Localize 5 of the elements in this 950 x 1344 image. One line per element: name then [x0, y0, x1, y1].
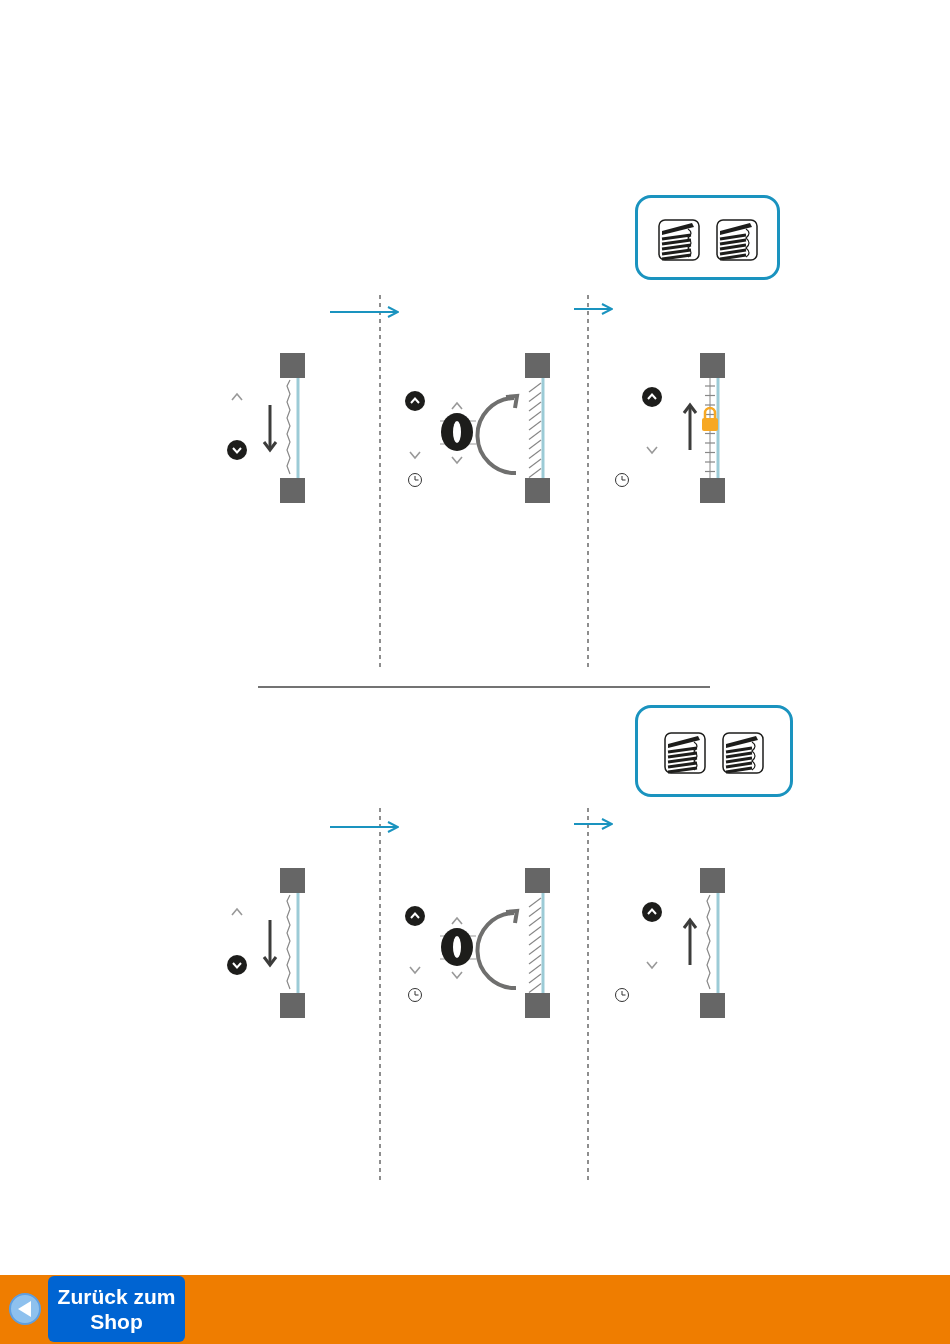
arrow: [329, 306, 399, 318]
arrow: [573, 818, 613, 830]
back-button: Zurück zum Shop: [48, 1276, 185, 1342]
arrow: [329, 821, 399, 833]
arrow: [573, 303, 613, 315]
